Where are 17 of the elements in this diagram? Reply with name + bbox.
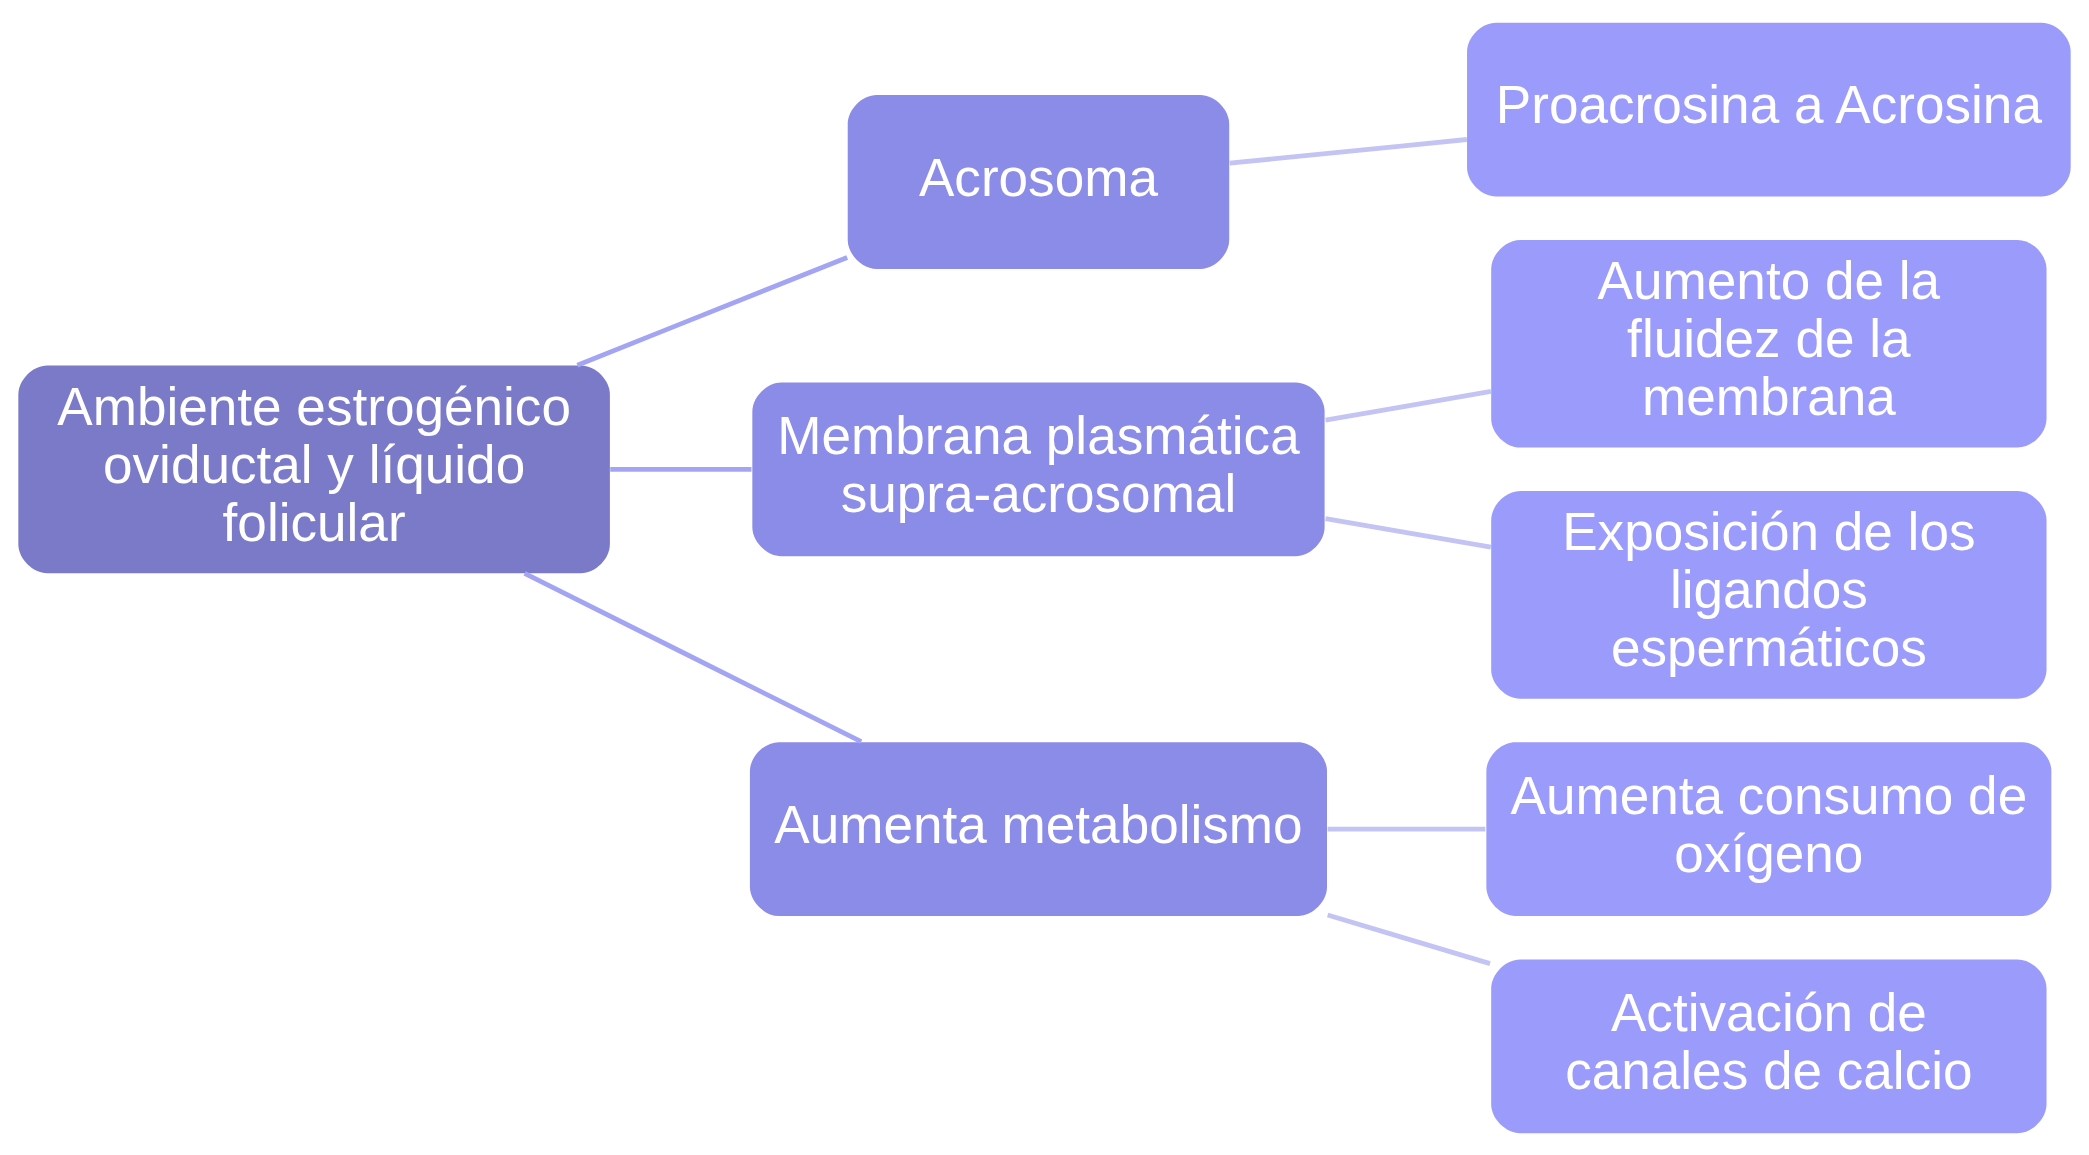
connector: [576, 254, 849, 367]
connector: [1325, 515, 1492, 550]
connector: [1327, 826, 1486, 832]
connector: [1326, 912, 1491, 966]
node-box: Aumenta metabolismo: [749, 741, 1327, 916]
node-box: Proacrosina a Acrosina: [1467, 22, 2071, 196]
node-box: Membrana plasmática supra-acrosomal: [752, 381, 1325, 556]
connector: [523, 570, 863, 744]
connector: [610, 466, 752, 472]
connector: [1325, 388, 1492, 422]
node-box: Exposición de los ligandos espermáticos: [1491, 490, 2047, 699]
node-box: Ambiente estrogénico oviductal y líquido folicular: [18, 365, 610, 573]
connector: [1229, 136, 1468, 166]
node-box: Activación de canales de calcio: [1491, 959, 2047, 1133]
node-box: Aumento de la fluidez de la membrana: [1491, 239, 2047, 448]
node-box: Acrosoma: [847, 94, 1230, 269]
node-box: Aumenta consumo de oxígeno: [1486, 741, 2052, 916]
